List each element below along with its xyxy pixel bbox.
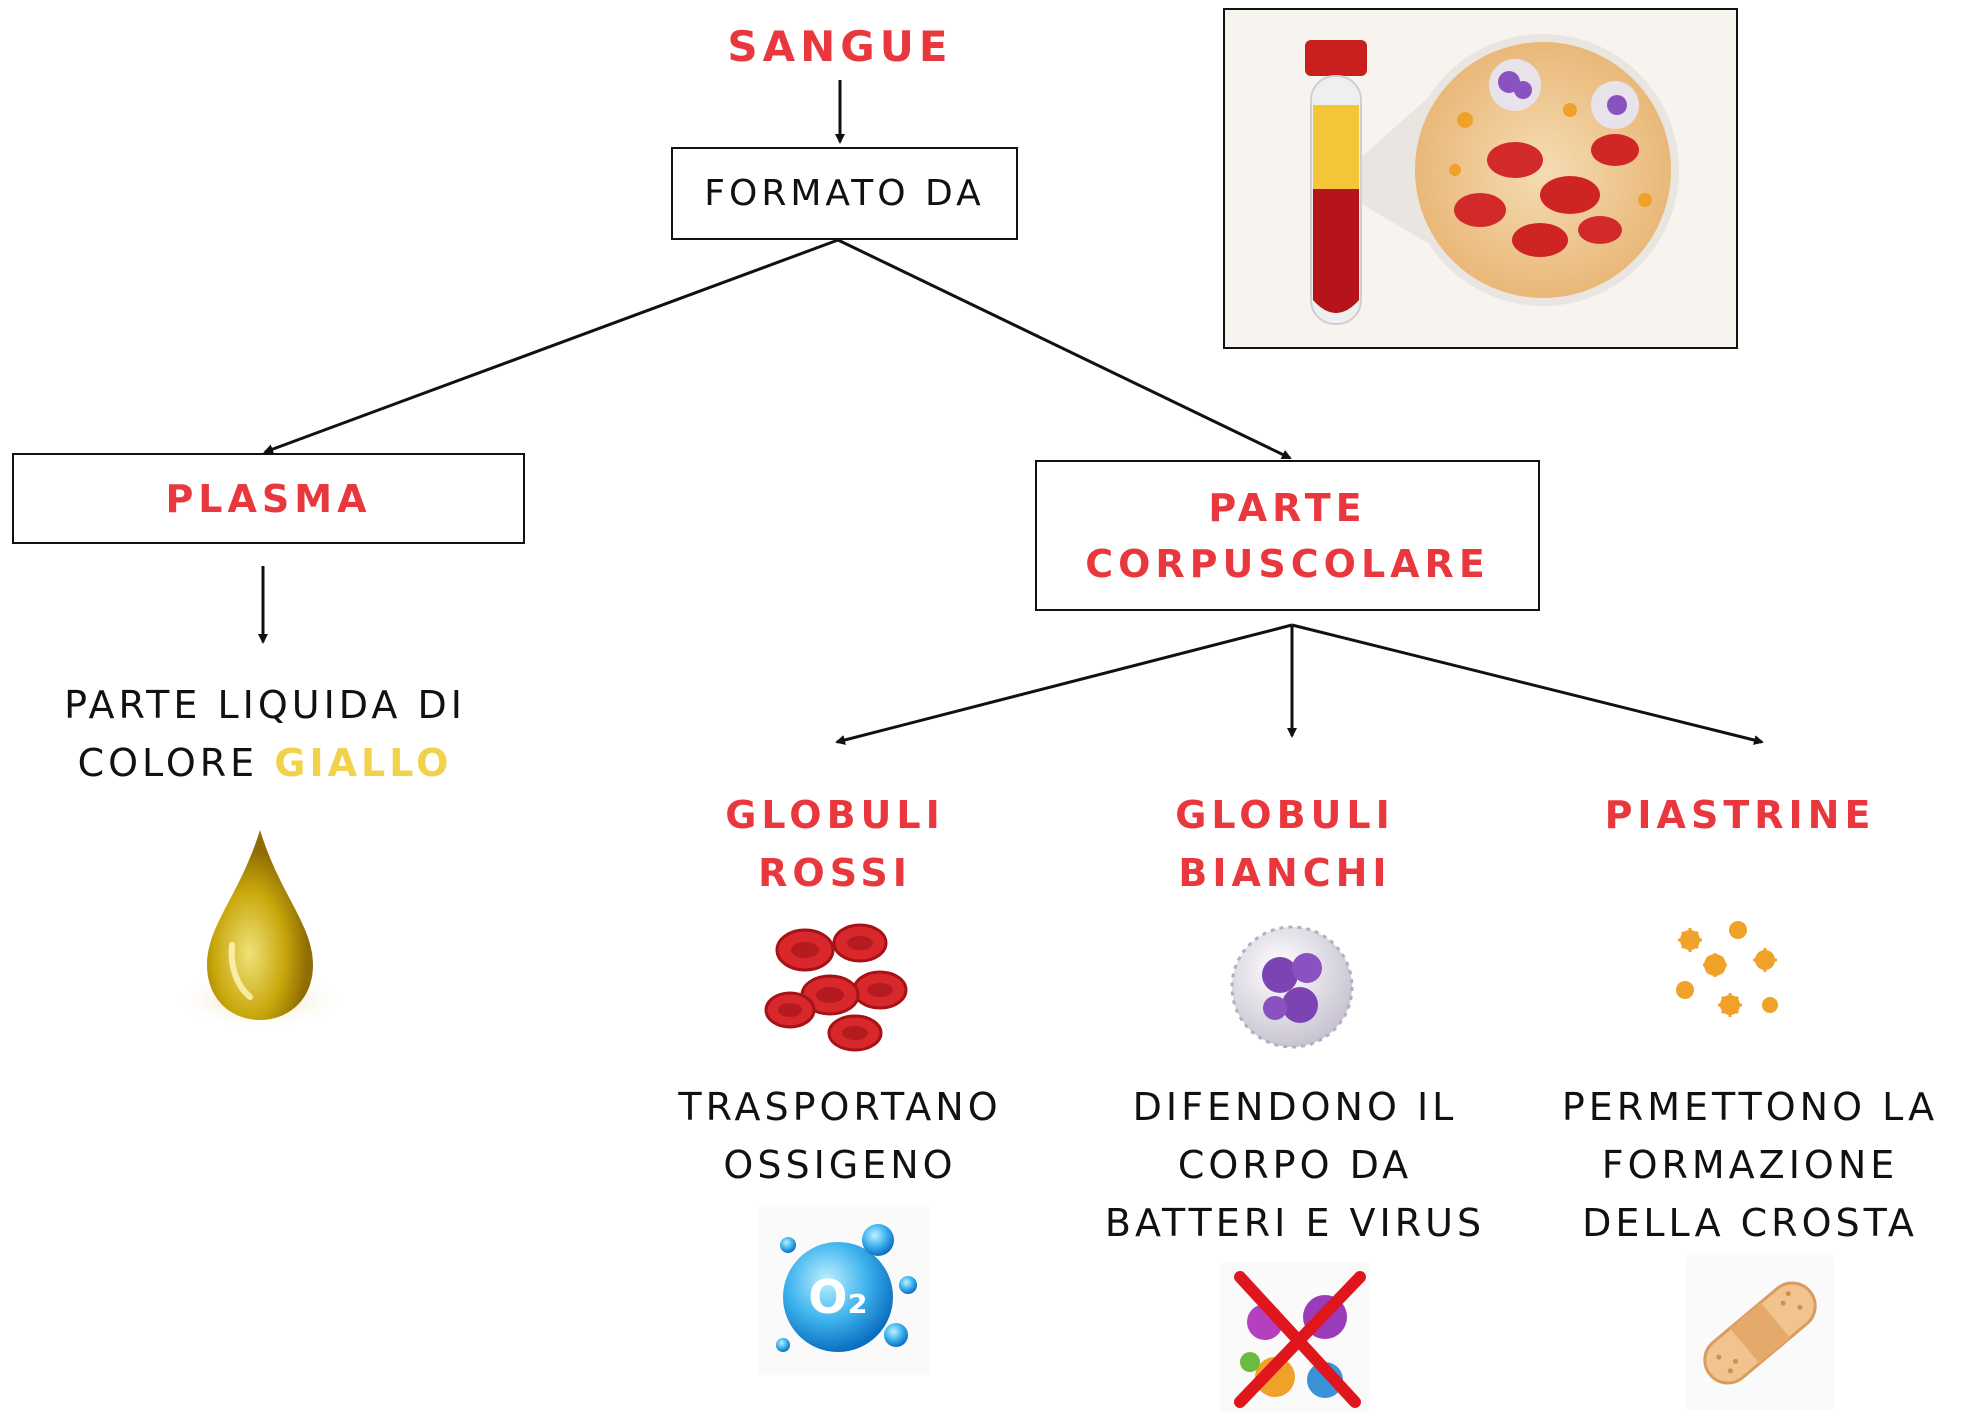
formato-da-box: FORMATO DA [671,147,1018,240]
corpuscolare-title-line1: PARTE [1208,485,1367,530]
plasma-description-line1: PARTE LIQUIDA DI [64,683,466,727]
globuli-bianchi-desc-line1: DIFENDONO IL [1132,1085,1458,1129]
germs-thumbnail [1220,1262,1370,1412]
corpuscolare-box: PARTE CORPUSCOLARE [1035,460,1540,611]
globuli-bianchi-title-line2: BIANCHI [1178,851,1392,895]
plasma-title: PLASMA [165,476,372,521]
globuli-bianchi-description: DIFENDONO IL CORPO DA BATTERI E VIRUS [1085,1078,1505,1252]
platelets-icon [1676,921,1778,1017]
plasma-box: PLASMA [12,453,525,544]
globuli-bianchi-desc-line2: CORPO DA [1177,1143,1413,1187]
plasma-description: PARTE LIQUIDA DI COLORE GIALLO [20,676,510,792]
plasma-description-line2: COLORE GIALLO [20,734,510,792]
globuli-bianchi-desc-line3: BATTERI E VIRUS [1104,1201,1486,1245]
globuli-rossi-desc-line2: OSSIGENO [723,1143,957,1187]
plasma-drop-icon [175,830,345,1030]
component-globuli-bianchi: GLOBULI BIANCHI [1090,786,1480,902]
piastrine-desc-line3: DELLA CROSTA [1582,1201,1918,1245]
red-blood-cells-icon [764,923,908,1052]
blood-sample-illustration [1223,8,1738,349]
component-piastrine: PIASTRINE [1545,786,1935,844]
piastrine-title: PIASTRINE [1604,793,1876,837]
piastrine-desc-line1: PERMETTONO LA [1561,1085,1939,1129]
root-title: SANGUE [727,22,953,71]
white-blood-cell-icon [1230,925,1354,1049]
globuli-rossi-desc-line1: TRASPORTANO [678,1085,1002,1129]
globuli-rossi-title-line2: ROSSI [758,851,912,895]
bandage-thumbnail [1685,1255,1835,1410]
globuli-rossi-title-line1: GLOBULI [725,793,945,837]
blood-tube-magnifier-icon [1305,34,1679,325]
bandage-icon [1703,1281,1817,1385]
component-globuli-rossi: GLOBULI ROSSI [640,786,1030,902]
formato-da-label: FORMATO DA [704,173,985,214]
oxygen-label: O₂ [808,1270,867,1324]
arrow-parte-to-rossi [835,623,1293,745]
globuli-bianchi-title-line1: GLOBULI [1175,793,1395,837]
piastrine-description: PERMETTONO LA FORMAZIONE DELLA CROSTA [1545,1078,1955,1252]
oxygen-molecule-icon: O₂ [776,1224,917,1352]
corpuscolare-title-line2: CORPUSCOLARE [1085,541,1490,586]
no-germs-icon [1234,1271,1366,1408]
globuli-rossi-description: TRASPORTANO OSSIGENO [630,1078,1050,1194]
oxygen-thumbnail: O₂ [758,1205,930,1375]
plasma-color-highlight: GIALLO [274,741,453,785]
arrow-parte-to-piastrine [1291,623,1764,745]
plasma-description-prefix: COLORE [77,741,275,785]
piastrine-desc-line2: FORMAZIONE [1601,1143,1899,1187]
arrow-formato-to-parte [837,238,1292,460]
arrow-formato-to-plasma [263,238,839,454]
